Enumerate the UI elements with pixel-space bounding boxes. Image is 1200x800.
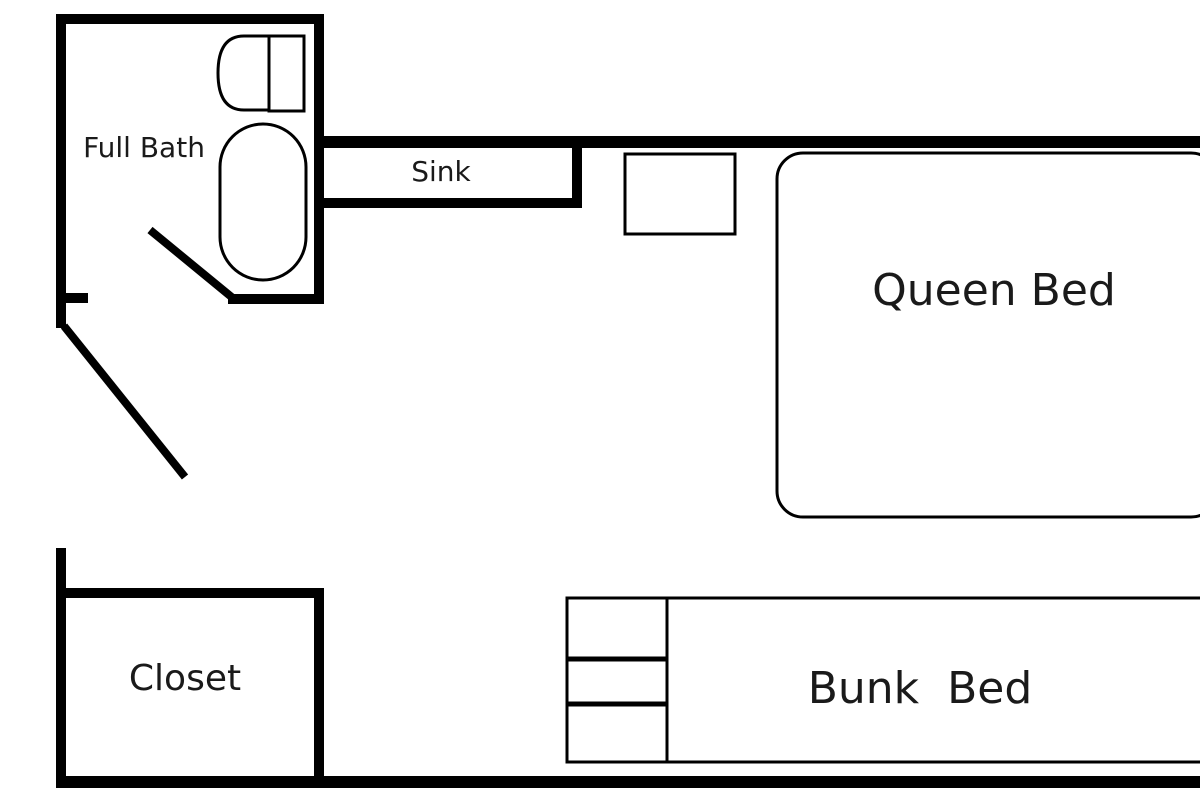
bath-door-stub: [56, 293, 88, 303]
bath-left-wall: [56, 14, 66, 328]
bathtub-icon: [218, 122, 308, 282]
bath-top-wall: [56, 14, 324, 24]
entry-door: [60, 323, 189, 480]
closet-label: Closet: [129, 658, 241, 699]
room-labels: Full Bath Sink Queen Bed Closet Bunk Bed: [83, 131, 1116, 714]
doors: [60, 226, 237, 480]
bath-bottom-wall: [228, 294, 324, 304]
bunk-bed-ladder-column: [565, 596, 669, 764]
room-bottom-wall: [56, 776, 1200, 788]
toilet-tank-icon: [267, 34, 306, 113]
bath-door: [147, 226, 237, 303]
bunk-bed: [565, 596, 1200, 764]
queen-bed-label: Queen Bed: [872, 265, 1116, 316]
bath-right-wall: [314, 14, 324, 304]
room-left-lower-wall: [56, 548, 66, 788]
walls: [56, 14, 1200, 788]
sink-label: Sink: [411, 155, 471, 188]
queen-bed: [775, 151, 1200, 519]
furniture: [565, 151, 1200, 764]
toilet-icon: [216, 34, 271, 112]
bunk-bed-label: Bunk Bed: [808, 663, 1033, 714]
nightstand: [623, 152, 737, 236]
sink-counter-right: [572, 140, 582, 208]
closet-top-wall: [56, 588, 324, 598]
bathroom-fixtures: [216, 34, 308, 282]
closet-right-wall: [314, 588, 324, 788]
full-bath-label: Full Bath: [83, 131, 205, 164]
sink-counter-bottom: [314, 198, 582, 208]
room-top-wall: [314, 136, 1200, 148]
